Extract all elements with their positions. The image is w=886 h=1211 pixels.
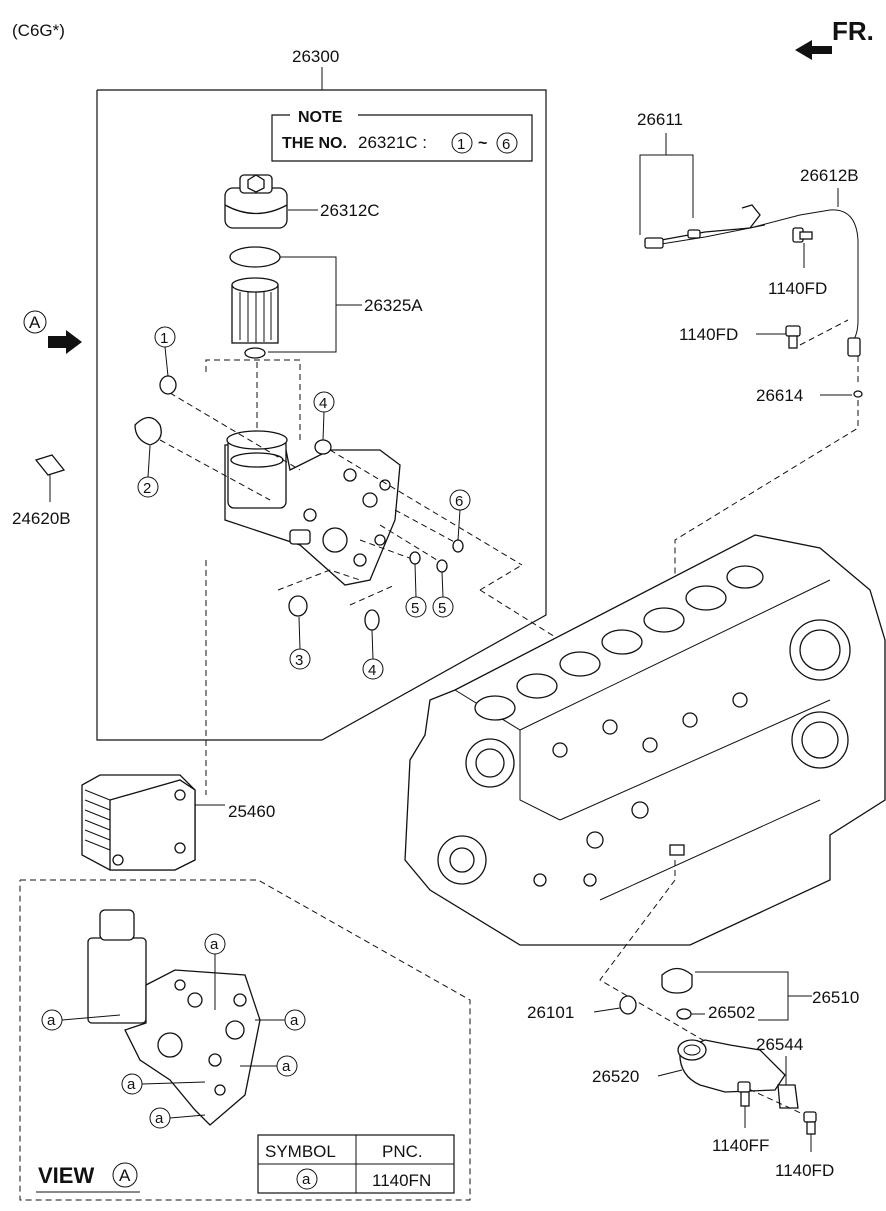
view-bolt-callout-right2: a <box>240 1055 298 1077</box>
oring-5b-icon <box>436 559 448 573</box>
filter-cap-icon <box>224 174 288 229</box>
callout-2: 2 <box>137 445 159 498</box>
label-dipstick: 26612B <box>800 166 859 185</box>
assembly-frame <box>96 89 547 741</box>
svg-text:4: 4 <box>319 395 327 412</box>
view-title: VIEW <box>38 1163 94 1188</box>
svg-text:5: 5 <box>438 600 446 617</box>
front-label: FR. <box>832 16 874 46</box>
oring-5a-icon <box>409 551 421 565</box>
note-sep: ~ <box>478 135 487 152</box>
callout-5a: 5 <box>405 563 427 618</box>
front-arrow-icon <box>795 40 832 60</box>
label-oring-dip: 26614 <box>756 386 803 405</box>
view-housing-icon <box>87 909 261 1126</box>
view-title-label: A <box>119 1166 131 1185</box>
dipstick-tube-icon <box>644 204 861 357</box>
view-bolt-callout-mid: a <box>121 1073 206 1095</box>
oring-4a-icon <box>314 439 332 455</box>
callout-4b: 4 <box>362 629 384 680</box>
svg-text:a: a <box>47 1012 56 1029</box>
bracket-filler-icon <box>777 1084 799 1109</box>
filter-element-icon <box>231 277 279 344</box>
bolt-ff-icon <box>737 1081 751 1107</box>
callout-1: 1 <box>154 326 176 377</box>
label-oring-filler: 26101 <box>527 1003 574 1022</box>
oring-4b-icon <box>364 609 380 631</box>
svg-text:5: 5 <box>411 600 419 617</box>
oring-6-icon <box>452 539 464 553</box>
svg-text:6: 6 <box>455 493 463 510</box>
label-bolt-ff: 1140FF <box>712 1136 769 1155</box>
oil-cooler-icon <box>81 774 196 871</box>
label-filler-neck: 26520 <box>592 1067 639 1086</box>
svg-text:a: a <box>282 1058 291 1075</box>
svg-text:a: a <box>155 1110 164 1127</box>
oring-1-icon <box>159 375 177 395</box>
callout-5b: 5 <box>432 571 454 618</box>
label-tube: 26611 <box>637 110 683 129</box>
note-to: 6 <box>502 136 510 153</box>
label-bracket: 24620B <box>12 509 71 528</box>
variant-code: (C6G*) <box>12 21 65 40</box>
filter-housing-icon <box>224 430 401 586</box>
label-assembly: 26300 <box>292 47 339 66</box>
label-bolt-fd-low: 1140FD <box>775 1161 834 1180</box>
oring-filler-icon <box>619 995 637 1015</box>
oring-dip-icon <box>853 390 863 398</box>
cap-seal-icon <box>676 1008 692 1020</box>
note-prefix: THE NO. <box>282 135 347 152</box>
filler-cap-icon <box>661 967 693 994</box>
table-cell-symbol: a <box>302 1171 311 1188</box>
label-cap: 26312C <box>320 201 380 220</box>
label-bolt-tube2: 1140FD <box>679 325 738 344</box>
view-panel-frame <box>19 879 471 1201</box>
bolt-tube2-icon <box>785 325 801 349</box>
note-from: 1 <box>457 136 465 153</box>
table-header-pnc: PNC. <box>382 1142 423 1161</box>
view-bolt-callout-top: a <box>204 933 226 1010</box>
note-part: 26321C : <box>358 133 427 152</box>
view-arrow-label: A <box>29 313 41 332</box>
filler-neck-icon <box>677 1039 786 1093</box>
svg-text:a: a <box>210 936 219 953</box>
symbol-table: SYMBOL PNC. a 1140FN <box>257 1134 455 1194</box>
table-header-symbol: SYMBOL <box>265 1142 336 1161</box>
svg-text:a: a <box>290 1012 299 1029</box>
label-cooler: 25460 <box>228 802 275 821</box>
bolt-fd-low-icon <box>803 1111 817 1135</box>
svg-text:4: 4 <box>368 662 376 679</box>
view-arrow-icon <box>48 330 82 354</box>
svg-text:1: 1 <box>160 330 168 347</box>
callout-3: 3 <box>289 616 311 670</box>
callout-4a: 4 <box>313 391 335 441</box>
view-bolt-callout-right: a <box>255 1009 306 1031</box>
svg-text:2: 2 <box>143 480 151 497</box>
callout-6: 6 <box>449 489 471 541</box>
svg-text:a: a <box>127 1076 136 1093</box>
bracket-icon <box>34 454 66 476</box>
view-bolt-callout-bottom: a <box>149 1107 206 1129</box>
label-bolt-tube: 1140FD <box>768 279 827 298</box>
filter-gasket-icon <box>229 246 281 268</box>
bolt-tube-icon <box>792 227 813 243</box>
view-bolt-callout-left: a <box>41 1009 121 1031</box>
label-bracket-filler: 26544 <box>756 1035 803 1054</box>
svg-text:3: 3 <box>295 652 303 669</box>
label-filler-cap: 26510 <box>812 988 859 1007</box>
label-cap-seal: 26502 <box>708 1003 755 1022</box>
note-title: NOTE <box>298 109 343 126</box>
table-cell-pnc: 1140FN <box>372 1171 431 1190</box>
filter-oring-icon <box>244 347 266 359</box>
gasket-2-icon <box>134 416 162 446</box>
label-filter: 26325A <box>364 296 423 315</box>
engine-block-icon <box>404 534 886 946</box>
note-box: NOTE THE NO. 26321C : 1 ~ 6 <box>271 109 533 162</box>
oring-3-icon <box>288 595 308 617</box>
